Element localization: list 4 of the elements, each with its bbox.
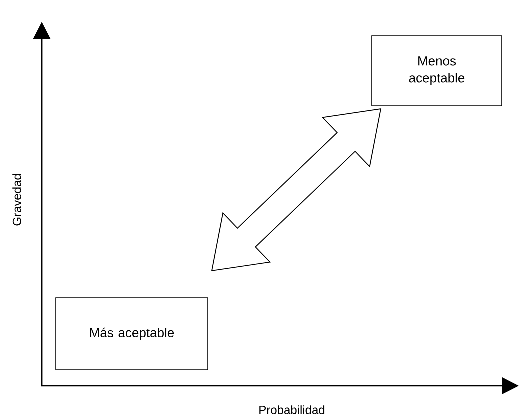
text-box: Menos aceptable — [372, 36, 502, 106]
axis-label: Probabilidad — [260, 406, 325, 414]
text-box: Más aceptable — [56, 298, 208, 370]
axis-label: Gravedad — [12, 174, 22, 226]
